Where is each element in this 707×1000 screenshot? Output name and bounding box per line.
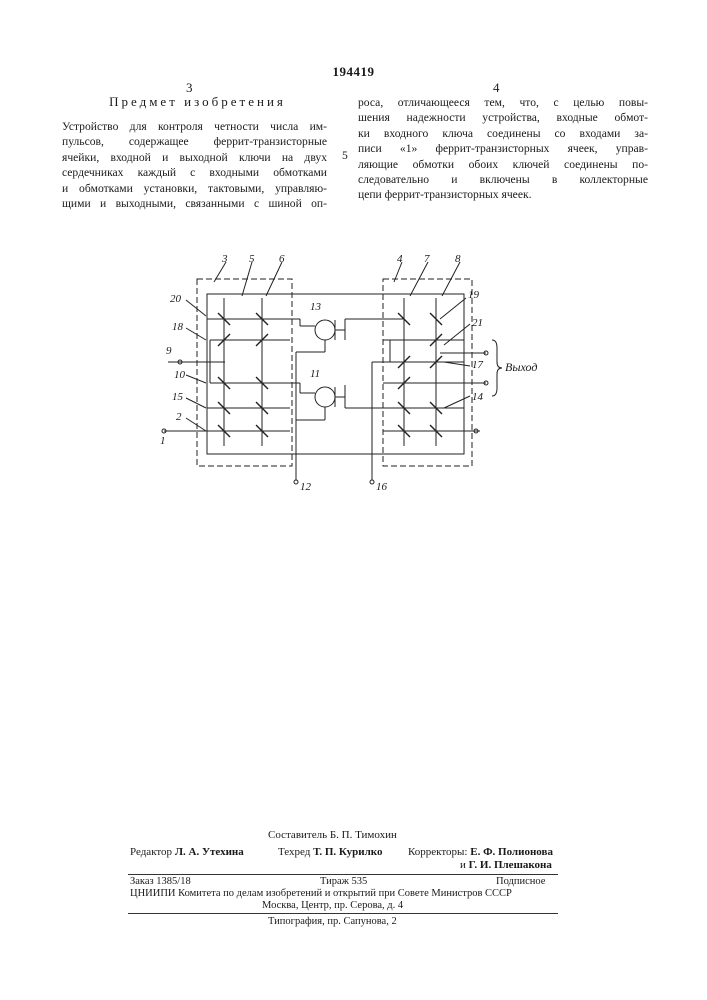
label-9: 9 [166,345,172,357]
order-number: Заказ 1385/18 [130,876,191,889]
label-14: 14 [472,391,484,403]
label-7: 7 [424,253,430,265]
editor-label: Редактор [130,846,172,858]
label-12: 12 [300,481,312,493]
label-6: 6 [279,253,285,265]
circuit-diagram: 3 5 6 4 7 8 20 18 9 10 15 2 1 13 11 12 1… [0,0,707,520]
corrector-1: Е. Ф. Полионова [470,846,553,858]
label-3: 3 [221,253,228,265]
circulation: Тираж 535 [320,876,367,889]
correctors-label: Корректоры: [408,846,467,858]
techred-name: Т. П. Курилко [313,846,382,858]
techred-label: Техред [278,846,310,858]
institute: ЦНИИПИ Комитета по делам изобретений и о… [130,888,512,901]
footer-rule-top [128,874,558,875]
printing-house: Типография, пр. Сапунова, 2 [268,916,397,929]
label-2: 2 [176,411,182,423]
label-19: 19 [468,289,480,301]
terminal-12 [294,480,298,484]
label-11: 11 [310,368,320,380]
label-21: 21 [472,317,483,329]
transistor-13 [315,320,335,340]
output-key-boundary [383,279,472,466]
label-13: 13 [310,301,322,313]
label-5: 5 [249,253,255,265]
terminal-16 [370,480,374,484]
label-16: 16 [376,481,388,493]
transistor-11 [315,387,335,407]
compiler-credit: Составитель Б. П. Тимохин [268,829,397,841]
correctors-credit: Корректоры: Е. Ф. Полионова [408,846,553,858]
corrector-2-line: и Г. И. Плешакона [460,859,552,871]
address: Москва, Центр, пр. Серова, д. 4 [262,900,403,913]
outer-bus-loop [207,294,464,454]
label-10: 10 [174,369,186,381]
techred-credit: Техред Т. П. Курилко [278,846,382,858]
footer-rule-bottom [128,913,558,914]
label-8: 8 [455,253,461,265]
editor-name: Л. А. Утехина [175,846,244,858]
subscription: Подписное [496,876,545,889]
label-20: 20 [170,293,182,305]
label-17: 17 [472,359,484,371]
label-1: 1 [160,435,166,447]
label-4: 4 [397,253,403,265]
editor-credit: Редактор Л. А. Утехина [130,846,244,858]
label-output: Выход [505,360,537,374]
label-15: 15 [172,391,184,403]
corrector-2: Г. И. Плешакона [469,859,552,871]
label-18: 18 [172,321,184,333]
input-key-boundary [197,279,292,466]
corrector-2-prefix: и [460,859,466,871]
